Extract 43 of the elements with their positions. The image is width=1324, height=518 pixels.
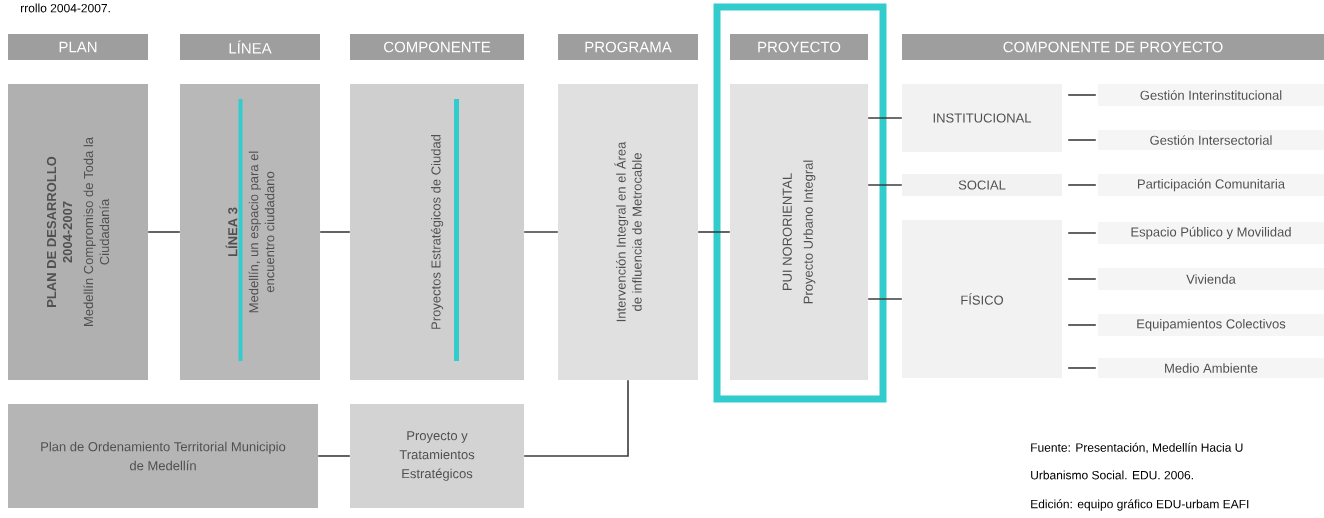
category-box: INSTITUCIONAL [902, 84, 1062, 152]
connector [867, 298, 903, 300]
item-box: Gestión Interinstitucional [1098, 84, 1324, 106]
note-text: Fuente: Presentación, Medellín Hacia U [1031, 442, 1243, 454]
connector [1067, 324, 1097, 326]
connector [1067, 367, 1097, 369]
connector [523, 231, 559, 233]
process-box: PLAN DE DESARROLLO 2004-2007 Medellín Compromiso de Toda la Ciudadanía [8, 84, 148, 380]
process-box: Proyectos Estratégicos de Ciudad [350, 84, 524, 380]
note-text: rrollo 2004-2007. [21, 3, 110, 13]
column-header: COMPONENTE [350, 34, 524, 60]
connector [147, 231, 181, 233]
note-text: Urbanismo Social. EDU. 2006. [1031, 470, 1193, 480]
category-box: SOCIAL [902, 174, 1062, 196]
item-box: Espacio Público y Movilidad [1098, 222, 1324, 244]
note-text: Edición: equipo gráfico EDU-urbam EAFI [1031, 499, 1249, 511]
connector [867, 117, 903, 119]
process-box: Intervención Integral en el Área de influencia de Metrocable [558, 84, 698, 380]
process-box: PUI NORORIENTAL Proyecto Urbano Integral [730, 84, 868, 380]
connector [1067, 184, 1097, 186]
connector [317, 455, 351, 457]
item-box: Participación Comunitaria [1098, 174, 1324, 196]
connector [1067, 94, 1097, 96]
connector [319, 231, 351, 233]
category-box: FÍSICO [902, 220, 1062, 378]
process-box: Proyecto y Tratamientos Estratégicos [350, 404, 524, 508]
connector [523, 379, 629, 457]
item-box: Medio Ambiente [1098, 358, 1324, 378]
connector [1067, 232, 1097, 234]
process-box: LÍNEA 3 Medellín, un espacio para el encuentro ciudadano [180, 84, 320, 380]
item-box: Vivienda [1098, 268, 1324, 290]
connector [867, 184, 903, 186]
connector [1067, 278, 1097, 280]
column-header: PLAN [8, 34, 148, 60]
item-box: Gestión Intersectorial [1098, 130, 1324, 150]
column-header: LÍNEA [180, 34, 320, 60]
column-header: PROYECTO [730, 34, 868, 60]
connector [1067, 139, 1097, 141]
process-box: Plan de Ordenamiento Territorial Municipio de Medellín [8, 404, 318, 508]
column-header: COMPONENTE DE PROYECTO [902, 34, 1324, 60]
column-header: PROGRAMA [558, 34, 698, 60]
item-box: Equipamientos Colectivos [1098, 314, 1324, 336]
connector [697, 231, 731, 233]
